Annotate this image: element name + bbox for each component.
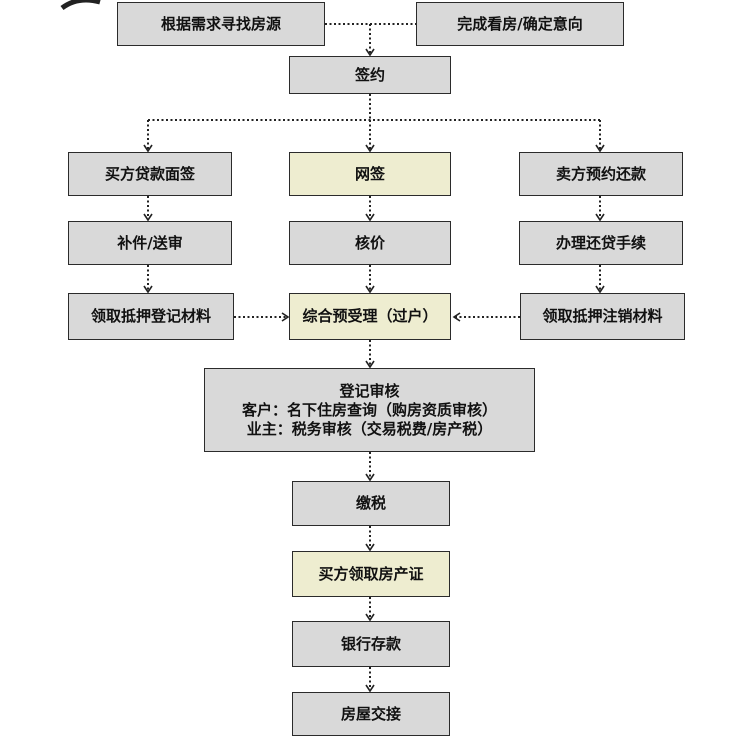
node-get-register-docs: 领取抵押登记材料 — [68, 293, 234, 340]
arrow-head — [595, 213, 605, 222]
node-seller-repay: 卖方预约还款 — [519, 152, 683, 196]
arrow-head — [143, 213, 153, 222]
arrow-head — [365, 543, 375, 552]
arrow-head — [365, 285, 375, 294]
arrow-head — [365, 613, 375, 622]
register-review-title: 登记审核 — [339, 381, 400, 400]
register-review-customer: 客户：名下住房查询（购房资质审核） — [241, 400, 497, 419]
node-confirm-intent: 完成看房/确定意向 — [416, 2, 624, 46]
arrow-head — [595, 144, 605, 153]
node-price-check: 核价 — [289, 221, 451, 265]
arrow-head — [143, 285, 153, 294]
register-review-owner: 业主：税务审核（交易税费/房产税） — [246, 419, 493, 438]
arrow-head — [365, 360, 375, 369]
node-buyer-cert: 买方领取房产证 — [292, 551, 450, 597]
node-pay-tax: 缴税 — [292, 481, 450, 526]
node-bank-deposit: 银行存款 — [292, 621, 450, 667]
node-get-cancel-docs: 领取抵押注销材料 — [520, 293, 685, 340]
arrow-head — [143, 144, 153, 153]
arrow-head — [365, 144, 375, 153]
node-buyer-loan-sign: 买方贷款面签 — [68, 152, 232, 196]
node-register-review: 登记审核 客户：名下住房查询（购房资质审核） 业主：税务审核（交易税费/房产税） — [204, 368, 535, 452]
arrow-head — [365, 684, 375, 693]
node-handover: 房屋交接 — [292, 692, 450, 736]
corner-arc-decoration — [60, 0, 101, 11]
arrow-head — [281, 312, 290, 322]
node-supplement: 补件/送审 — [68, 221, 232, 265]
arrow-head — [365, 48, 375, 57]
arrow-head — [365, 213, 375, 222]
arrow-head — [595, 285, 605, 294]
arrow-head — [452, 312, 461, 322]
node-find-listing: 根据需求寻找房源 — [117, 2, 325, 46]
node-transfer-pre-accept: 综合预受理（过户） — [289, 293, 451, 340]
arrow-head — [365, 473, 375, 482]
node-online-sign: 网签 — [289, 152, 451, 196]
node-repay-procedure: 办理还贷手续 — [519, 221, 683, 265]
node-sign-contract: 签约 — [289, 56, 451, 94]
